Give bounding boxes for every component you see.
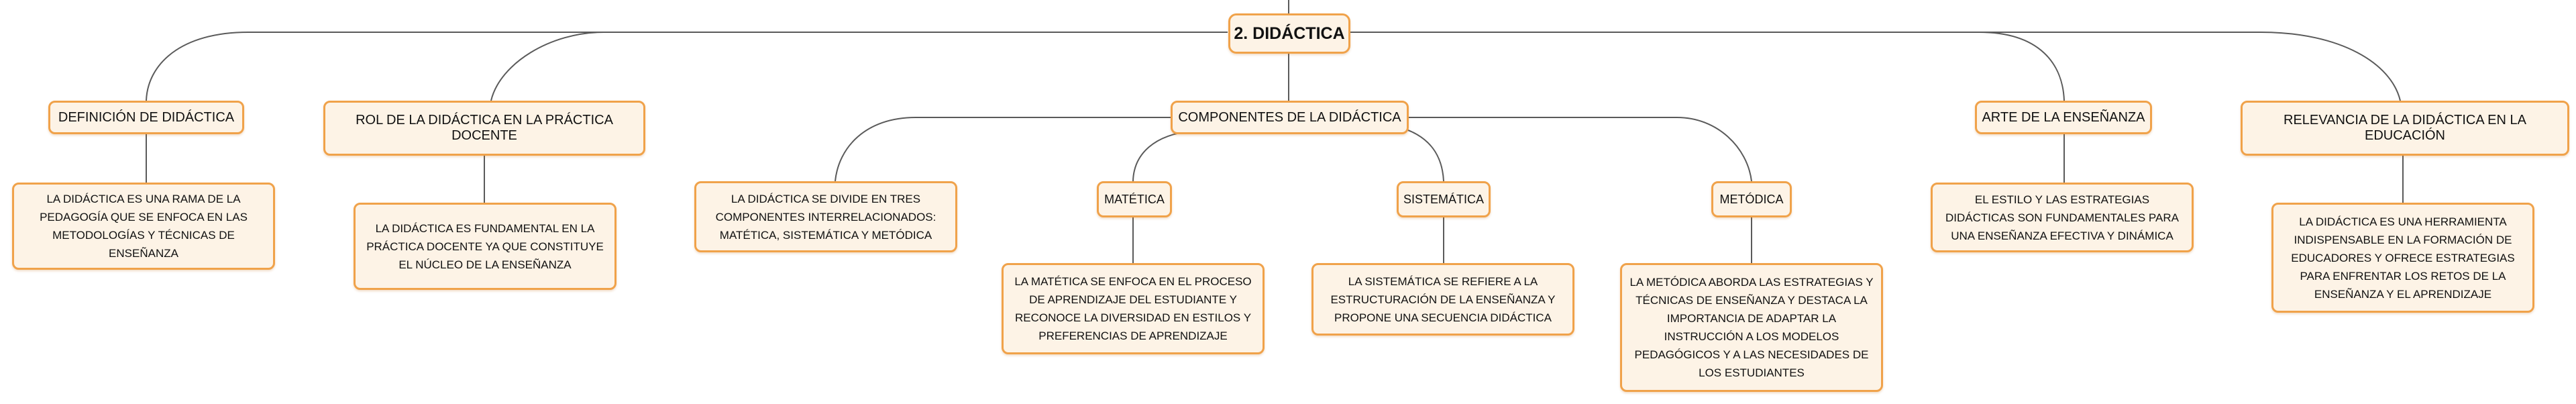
leaf-sistematica[interactable]: LA SISTEMÁTICA SE REFIERE A LA ESTRUCTUR…	[1311, 263, 1574, 336]
leaf-matetica[interactable]: LA MATÉTICA SE ENFOCA EN EL PROCESO DE A…	[1002, 263, 1265, 354]
leaf-definicion[interactable]: LA DIDÁCTICA ES UNA RAMA DE LA PEDAGOGÍA…	[12, 183, 275, 270]
topic-componentes[interactable]: COMPONENTES DE LA DIDÁCTICA	[1171, 101, 1409, 134]
subtopic-metodica[interactable]: METÓDICA	[1711, 181, 1792, 217]
subtopic-sistematica[interactable]: SISTEMÁTICA	[1397, 181, 1491, 217]
topic-definicion[interactable]: DEFINICIÓN DE DIDÁCTICA	[48, 101, 244, 134]
leaf-componentes[interactable]: LA DIDÁCTICA SE DIVIDE EN TRES COMPONENT…	[694, 181, 957, 252]
leaf-rol[interactable]: LA DIDÁCTICA ES FUNDAMENTAL EN LA PRÁCTI…	[354, 203, 616, 290]
topic-rol[interactable]: ROL DE LA DIDÁCTICA EN LA PRÁCTICA DOCEN…	[323, 101, 645, 156]
topic-arte[interactable]: ARTE DE LA ENSEÑANZA	[1975, 101, 2152, 134]
leaf-relevancia[interactable]: LA DIDÁCTICA ES UNA HERRAMIENTA INDISPEN…	[2271, 203, 2534, 313]
leaf-arte[interactable]: EL ESTILO Y LAS ESTRATEGIAS DIDÁCTICAS S…	[1931, 183, 2194, 252]
leaf-metodica[interactable]: LA METÓDICA ABORDA LAS ESTRATEGIAS Y TÉC…	[1620, 263, 1883, 392]
subtopic-matetica[interactable]: MATÉTICA	[1097, 181, 1172, 217]
topic-relevancia[interactable]: RELEVANCIA DE LA DIDÁCTICA EN LA EDUCACI…	[2241, 101, 2569, 156]
root-node[interactable]: 2. DIDÁCTICA	[1228, 13, 1350, 54]
